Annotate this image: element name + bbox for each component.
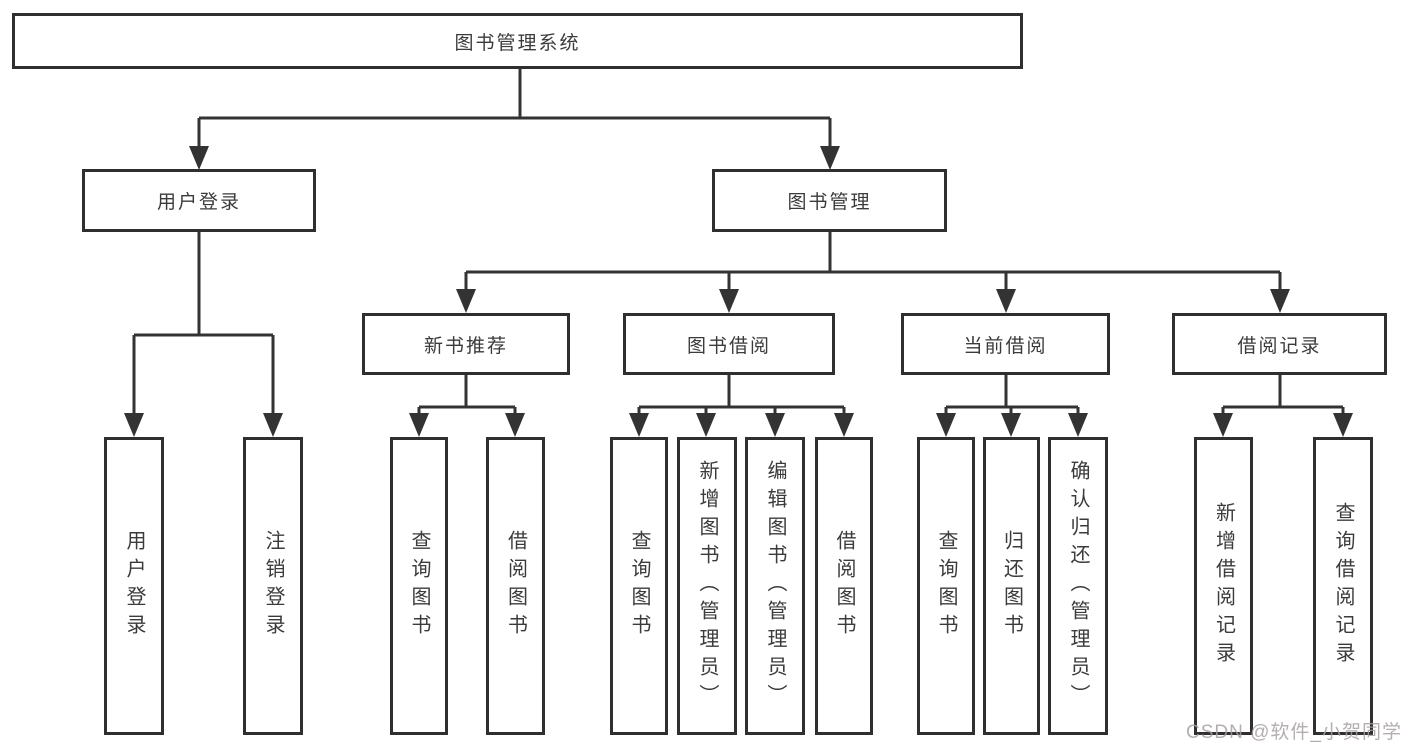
node-label: 查询借阅记录 <box>1332 502 1354 670</box>
leaf-query-books-current: 查询图书 <box>917 437 975 735</box>
node-label: 注销登录 <box>262 530 284 642</box>
node-label: 用户登录 <box>156 192 241 213</box>
node-borrowing-records: 借阅记录 <box>1172 313 1387 375</box>
node-label: 新书推荐 <box>423 335 508 357</box>
leaf-query-borrow-record: 查询借阅记录 <box>1313 437 1373 735</box>
node-label: 查询图书 <box>935 530 957 642</box>
node-label: 当前借阅 <box>963 335 1048 357</box>
leaf-add-borrow-record: 新增借阅记录 <box>1194 437 1253 735</box>
leaf-query-books-recommend: 查询图书 <box>390 437 448 735</box>
node-label: 新增图书（管理员） <box>696 460 718 712</box>
leaf-logout: 注销登录 <box>243 437 303 735</box>
node-label: 编辑图书（管理员） <box>764 460 786 712</box>
node-user-login: 用户登录 <box>82 169 316 232</box>
node-book-borrowing: 图书借阅 <box>623 313 835 375</box>
leaf-edit-books-admin: 编辑图书（管理员） <box>745 437 805 735</box>
leaf-add-books-admin: 新增图书（管理员） <box>677 437 737 735</box>
node-label: 借阅图书 <box>833 530 855 642</box>
node-label: 新增借阅记录 <box>1212 502 1235 670</box>
leaf-query-books-borrowing: 查询图书 <box>610 437 668 735</box>
leaf-borrow-books-recommend: 借阅图书 <box>486 437 545 735</box>
node-current-borrowing: 当前借阅 <box>901 313 1110 375</box>
node-book-management: 图书管理 <box>712 169 947 232</box>
node-label: 借阅记录 <box>1237 335 1322 357</box>
node-label: 归还图书 <box>1000 530 1023 642</box>
node-label: 查询图书 <box>628 530 650 642</box>
node-label: 图书管理 <box>787 192 872 213</box>
leaf-user-login: 用户登录 <box>104 437 164 735</box>
node-label: 图书管理系统 <box>454 32 581 54</box>
node-library-management-system: 图书管理系统 <box>12 13 1023 69</box>
csdn-watermark: CSDN @软件_小贺同学 <box>1186 722 1402 743</box>
node-label: 用户登录 <box>123 530 145 642</box>
node-new-book-recommendation: 新书推荐 <box>362 313 570 375</box>
leaf-confirm-return-admin: 确认归还（管理员） <box>1048 437 1108 735</box>
leaf-borrow-books-borrowing: 借阅图书 <box>815 437 873 735</box>
node-label: 确认归还（管理员） <box>1067 460 1089 712</box>
leaf-return-books: 归还图书 <box>983 437 1040 735</box>
node-label: 查询图书 <box>408 530 430 642</box>
node-label: 借阅图书 <box>504 530 527 642</box>
node-label: 图书借阅 <box>686 335 771 357</box>
